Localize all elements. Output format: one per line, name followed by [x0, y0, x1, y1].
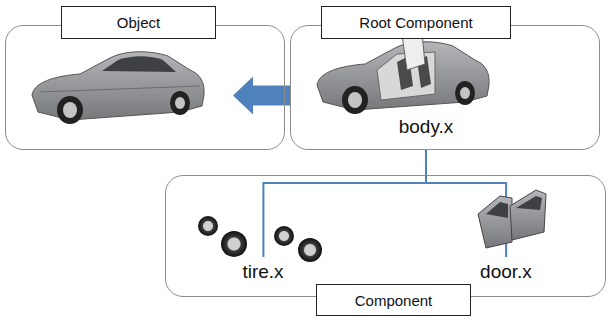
box-heading: Root Component: [359, 14, 472, 31]
tree-connector: [263, 150, 426, 257]
part-label-node: door.x: [480, 261, 532, 283]
file-name: door.x: [480, 261, 532, 283]
file-name: body.x: [399, 116, 454, 138]
block-arrow: [233, 77, 290, 115]
file-name: tire.x: [242, 261, 283, 283]
group-box: Root Componentbody.x: [290, 25, 600, 150]
car-illustration: [32, 52, 204, 124]
tire-illustration: [198, 216, 322, 262]
part-label-node: tire.x: [242, 261, 284, 283]
title-tab: Root Component: [321, 6, 511, 39]
box-heading: Object: [117, 14, 160, 31]
door-illustration: [478, 190, 546, 248]
box-heading: Component: [355, 292, 433, 309]
group-box: Object: [5, 25, 285, 150]
title-tab: Component: [316, 284, 471, 316]
title-tab: Object: [61, 6, 216, 39]
group-box: Componenttire.xdoor.x: [165, 175, 606, 297]
